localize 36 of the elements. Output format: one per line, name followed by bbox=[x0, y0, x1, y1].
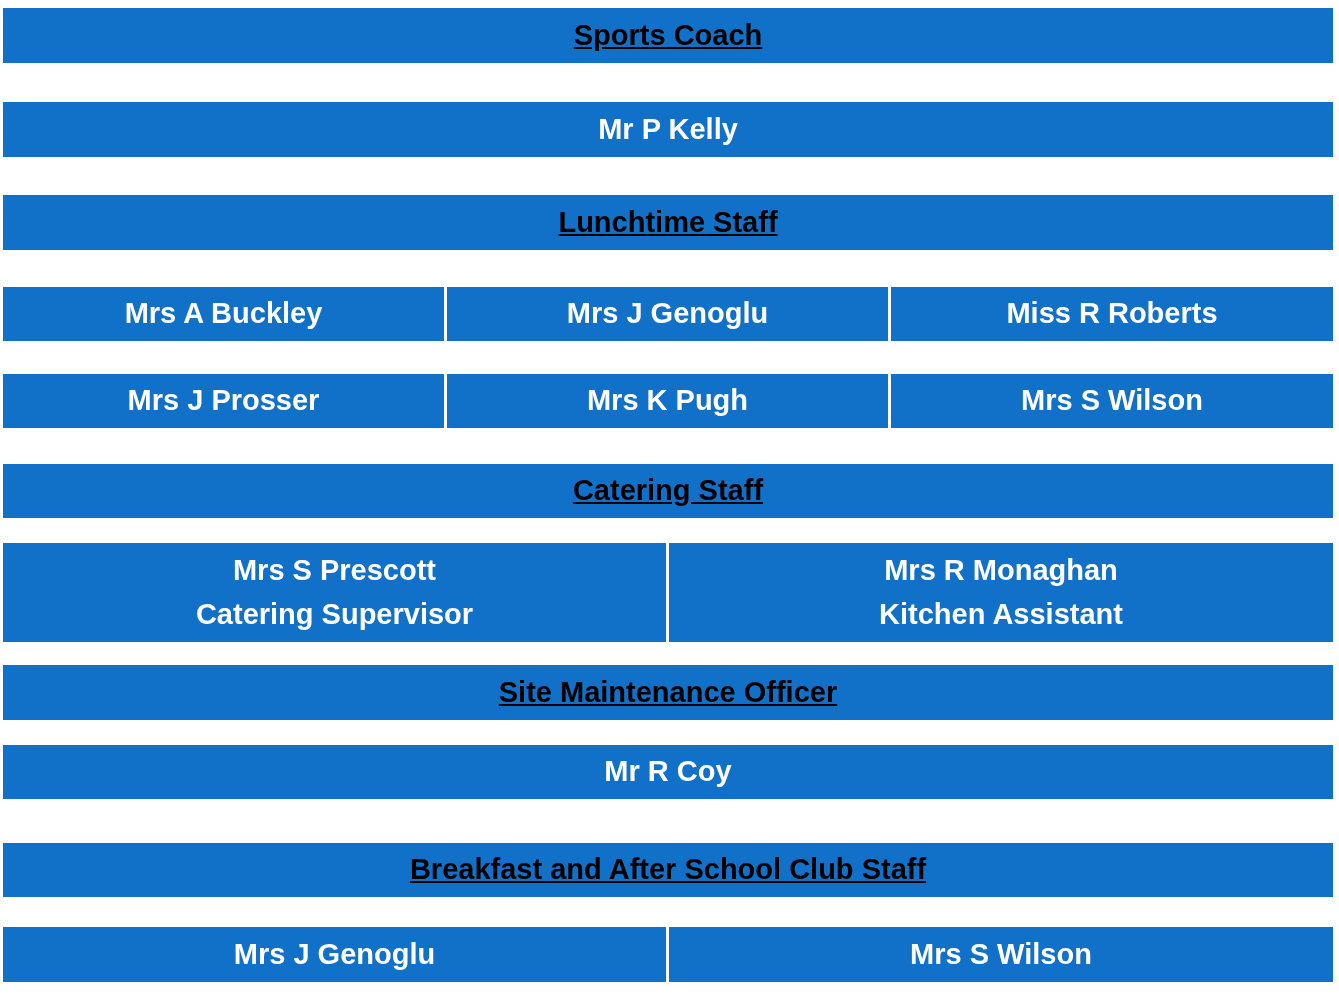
section-header-bar bbox=[3, 464, 1333, 518]
section-heading: Site Maintenance Officer bbox=[498, 674, 838, 710]
staff-name-bar bbox=[3, 102, 1333, 157]
staff-name: Mrs S Wilson bbox=[910, 936, 1092, 972]
staff-name-bar bbox=[3, 745, 1333, 799]
staff-name-bar bbox=[3, 927, 666, 982]
section-heading: Breakfast and After School Club Staff bbox=[409, 852, 927, 888]
staff-name: Mrs K Pugh bbox=[586, 383, 749, 419]
section-heading: Lunchtime Staff bbox=[558, 204, 778, 240]
staff-name-bar bbox=[891, 287, 1333, 341]
staff-name: Mrs J Prosser bbox=[127, 383, 320, 419]
job-title: Catering Supervisor bbox=[195, 596, 474, 632]
section-heading: Catering Staff bbox=[572, 473, 764, 509]
staff-name-bar bbox=[669, 927, 1333, 982]
staff-name: Mr P Kelly bbox=[598, 111, 738, 147]
section-header-bar bbox=[3, 195, 1333, 250]
staff-name-bar bbox=[447, 374, 888, 428]
staff-name: Mrs J Genoglu bbox=[566, 296, 769, 332]
staff-name: Mr R Coy bbox=[604, 754, 732, 790]
section-header-bar bbox=[3, 665, 1333, 720]
staff-name: Miss R Roberts bbox=[1006, 296, 1218, 332]
staff-name-bar bbox=[891, 374, 1333, 428]
staff-name: Mrs A Buckley bbox=[124, 296, 323, 332]
staff-name: Mrs J Genoglu bbox=[233, 936, 436, 972]
staff-name-bar bbox=[3, 543, 666, 642]
staff-name: Mrs S Wilson bbox=[1021, 383, 1203, 419]
staff-name-bar bbox=[669, 543, 1333, 642]
section-heading: Sports Coach bbox=[573, 17, 763, 53]
staff-name: Mrs S Prescott bbox=[232, 553, 437, 588]
staff-name-bar bbox=[3, 374, 444, 428]
staff-name-bar bbox=[447, 287, 888, 341]
section-header-bar bbox=[3, 843, 1333, 897]
job-title: Kitchen Assistant bbox=[879, 596, 1123, 632]
staff-name: Mrs R Monaghan bbox=[884, 553, 1118, 588]
section-header-bar bbox=[3, 8, 1333, 63]
staff-name-bar bbox=[3, 287, 444, 341]
